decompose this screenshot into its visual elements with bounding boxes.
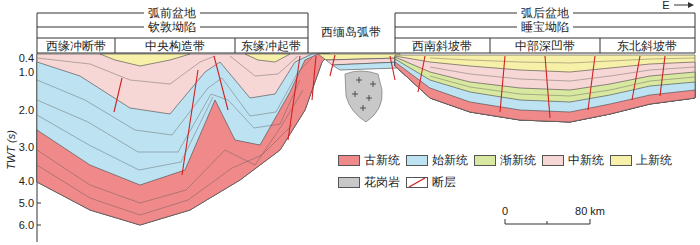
- eocene-layer: [37, 54, 330, 225]
- axis-value: 0.4: [19, 52, 34, 64]
- axis-value: 5.0: [19, 197, 34, 209]
- zone-name: 中央构造带: [145, 40, 205, 53]
- legend-text: 中新统: [568, 154, 604, 167]
- fault-line: [500, 56, 505, 112]
- pliocene-layer: [395, 55, 695, 122]
- axis-value: 1.0: [19, 66, 34, 78]
- region-title: 睡宝坳陷: [517, 21, 573, 34]
- legend-swatch: [406, 155, 428, 166]
- legend-swatch: [542, 155, 564, 166]
- scale-value: 80 km: [575, 205, 605, 217]
- bedding-lines: [430, 58, 695, 96]
- bedding-line: [430, 76, 695, 96]
- fault-line: [182, 70, 198, 175]
- legend-swatch: [474, 155, 496, 166]
- zone-name: 东缘冲起带: [241, 40, 301, 53]
- bedding-line: [37, 97, 213, 170]
- fault-line: [418, 56, 425, 92]
- axis-title: TWT (s): [5, 130, 17, 170]
- pliocene-layer: [100, 54, 190, 66]
- bedding-line: [430, 58, 695, 63]
- zone-name: 东北斜坡带: [617, 40, 677, 53]
- fault-line: [390, 56, 395, 80]
- fault-line: [288, 56, 300, 140]
- bedding-line: [37, 125, 292, 215]
- bedding-line: [37, 80, 300, 152]
- legend-text: 始新统: [432, 154, 468, 167]
- zone-name: 西南斜坡带: [412, 40, 472, 53]
- region-title: 钦敦坳陷: [144, 21, 200, 34]
- zone-name: 西缘冲断带: [46, 40, 106, 53]
- axis-value: 4.0: [19, 175, 34, 187]
- fault-line: [312, 56, 316, 100]
- scale-bar: [505, 219, 590, 224]
- bedding-line: [37, 58, 312, 135]
- fault-line: [114, 78, 122, 112]
- axis-value: 6.0: [19, 219, 34, 231]
- fault-line: [588, 56, 595, 110]
- fault-line: [660, 56, 665, 96]
- axis-value: 3.0: [19, 141, 34, 153]
- legend-line-sample: [406, 177, 428, 188]
- direction-label: E: [662, 0, 669, 11]
- plot-frame: [37, 53, 695, 242]
- bedding-lines: [37, 56, 312, 215]
- legend-swatch-border: [407, 178, 428, 188]
- legend-swatch: [338, 177, 360, 188]
- fault-sample: [409, 178, 425, 187]
- granite-pattern: [352, 77, 376, 111]
- eocene-layer: [395, 59, 695, 122]
- granite-body: [345, 71, 382, 122]
- region-title: 弧后盆地: [517, 7, 573, 20]
- axis-value: 2.0: [19, 104, 34, 116]
- fault-line: [330, 55, 335, 76]
- eocene-layer: [332, 62, 400, 70]
- legend-text: 花岗岩: [364, 176, 400, 189]
- paleocene-layer: [395, 62, 695, 122]
- miocene-layer: [395, 56, 695, 122]
- fault-line: [632, 56, 640, 100]
- legend-text: 古新统: [364, 154, 400, 167]
- header-bracket: [37, 13, 695, 53]
- bracket-tick: [37, 13, 695, 53]
- legend-text: 断层: [432, 176, 456, 189]
- legend-swatch: [610, 155, 632, 166]
- forearc-basin: [37, 54, 330, 225]
- scale-value: 0: [502, 205, 508, 217]
- bedding-line: [430, 67, 695, 81]
- fault-line: [545, 56, 550, 118]
- miocene-layer: [37, 54, 330, 225]
- island-arc: [318, 54, 400, 122]
- oligocene-layer: [395, 57, 695, 122]
- zone-name: 西缅岛弧带: [321, 26, 381, 39]
- legend-text: 上新统: [636, 154, 672, 167]
- backarc-basin: [395, 55, 695, 122]
- direction-arrow: [674, 5, 690, 6]
- fault-line: [214, 56, 228, 110]
- bedding-line: [230, 56, 298, 76]
- pliocene-layer: [245, 54, 290, 62]
- fault-lines: [114, 55, 665, 175]
- bedding-line: [37, 56, 215, 84]
- legend-text: 渐新统: [500, 154, 536, 167]
- direction-arrow-head: [688, 2, 694, 8]
- legend-swatch: [338, 155, 360, 166]
- paleocene-layer: [37, 54, 330, 225]
- zone-name: 中部深凹带: [515, 40, 575, 53]
- bedding-line: [37, 90, 303, 203]
- region-title: 弧前盆地: [144, 7, 200, 20]
